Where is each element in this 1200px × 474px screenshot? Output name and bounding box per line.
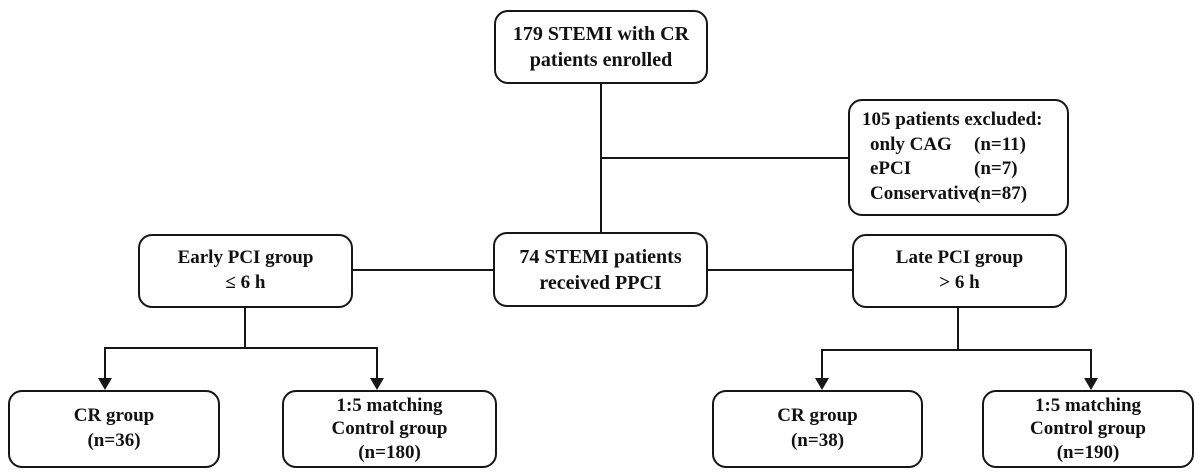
- connector-early-to-ppci: [353, 269, 493, 271]
- arrow-down-icon: [98, 378, 112, 390]
- excluded-row: ePCI (n=7): [862, 157, 1059, 182]
- box-text: (n=36): [87, 430, 141, 451]
- box-text: Late PCI group: [895, 247, 1024, 269]
- box-text: Control group: [331, 418, 448, 440]
- excluded-row: Conservative (n=87): [862, 182, 1059, 207]
- excluded-header: 105 patients excluded:: [862, 109, 1043, 130]
- box-text: ≤ 6 h: [225, 272, 266, 293]
- box-early-cr-group: CR group (n=36): [8, 390, 220, 468]
- box-late-pci-group: Late PCI group > 6 h: [852, 234, 1067, 308]
- box-early-pci-group: Early PCI group ≤ 6 h: [138, 234, 353, 308]
- box-text: 1:5 matching: [1034, 395, 1142, 417]
- box-text: > 6 h: [939, 272, 980, 293]
- excluded-label: only CAG: [870, 133, 952, 155]
- excluded-count: (n=11): [974, 133, 1026, 155]
- box-text: (n=38): [790, 430, 845, 451]
- box-text: 1:5 matching: [336, 395, 443, 417]
- box-text: 74 STEMI patients: [519, 245, 682, 268]
- box-enrolled-patients: 179 STEMI with CR patients enrolled: [494, 10, 708, 84]
- excluded-count: (n=7): [974, 158, 1018, 180]
- box-text: Control group: [1030, 418, 1146, 440]
- arrow-down-icon: [1084, 378, 1098, 390]
- box-text: Early PCI group: [177, 247, 314, 269]
- box-early-control-group: 1:5 matching Control group (n=180): [282, 390, 497, 468]
- excluded-label: Conservative: [870, 183, 977, 205]
- connector-ppci-to-late: [708, 269, 852, 271]
- connector-late-crossbar: [821, 349, 1092, 351]
- connector-early-crossbar: [104, 347, 378, 349]
- box-text: patients enrolled: [529, 49, 673, 71]
- box-text: (n=180): [358, 441, 421, 463]
- excluded-count: (n=87): [974, 183, 1028, 205]
- connector-early-drop-left: [104, 347, 106, 379]
- connector-early-drop-right: [376, 347, 378, 379]
- arrow-down-icon: [815, 378, 829, 390]
- connector-late-drop-left: [821, 349, 823, 379]
- connector-to-excluded: [601, 157, 848, 159]
- connector-late-stem: [957, 308, 959, 351]
- box-ppci-patients: 74 STEMI patients received PPCI: [493, 232, 708, 307]
- box-late-control-group: 1:5 matching Control group (n=190): [982, 390, 1194, 468]
- box-text: received PPCI: [539, 271, 662, 294]
- connector-late-drop-right: [1090, 349, 1092, 379]
- excluded-label: ePCI: [870, 158, 912, 180]
- box-text: (n=190): [1056, 441, 1120, 463]
- box-text: CR group: [777, 405, 858, 427]
- connector-early-stem: [244, 308, 246, 349]
- box-text: 179 STEMI with CR: [512, 23, 690, 45]
- box-excluded-patients: 105 patients excluded: only CAG (n=11) e…: [848, 99, 1069, 216]
- arrow-down-icon: [370, 378, 384, 390]
- excluded-row: only CAG (n=11): [862, 133, 1059, 158]
- box-text: CR group: [73, 405, 155, 427]
- box-late-cr-group: CR group (n=38): [712, 390, 923, 468]
